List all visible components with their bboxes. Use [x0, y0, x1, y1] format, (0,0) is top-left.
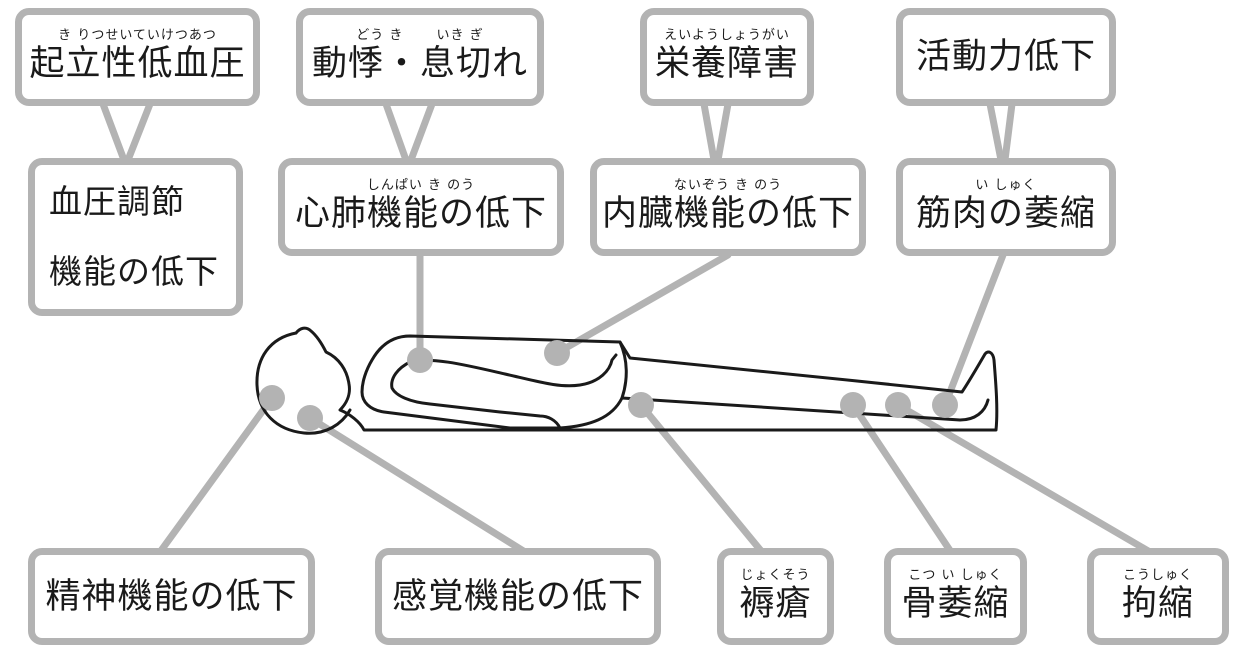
- label-bp-regulation-line2: 機能の低下: [49, 252, 219, 291]
- label-visceral: 内臓機能の低下: [601, 194, 854, 234]
- dot-head: [259, 385, 285, 411]
- figure-legs: [620, 396, 990, 422]
- label-malnutrition: 栄養障害: [654, 44, 799, 84]
- ruby-muscle-atrophy: い しゅく: [975, 178, 1037, 193]
- label-palpitation: 動悸・息切れ: [311, 44, 528, 84]
- dot-shin: [885, 392, 911, 418]
- ruby-palpitation: どう き いき ぎ: [356, 28, 484, 43]
- box-cardiopulmonary: しんぱい き のう 心肺機能の低下: [278, 158, 564, 256]
- ruby-visceral: ないぞう き のう: [673, 178, 783, 193]
- label-cardiopulmonary: 心肺機能の低下: [294, 194, 547, 234]
- connector-visceral: [553, 251, 732, 357]
- box-contracture: こうしゅく 拘縮: [1087, 548, 1229, 645]
- box-bone-atrophy: こつ い しゅく 骨萎縮: [884, 548, 1027, 645]
- ruby-bedsore: じょくそう: [740, 567, 811, 583]
- label-contracture: 拘縮: [1121, 583, 1194, 624]
- connector-palpitation-right: [407, 100, 436, 164]
- label-orthostatic-hypotension: 起立性低血圧: [29, 44, 246, 84]
- ruby-bone-atrophy: こつ い しゅく: [908, 567, 1003, 583]
- label-bp-regulation-line1: 血圧調節: [49, 182, 185, 221]
- box-muscle-atrophy: い しゅく 筋肉の萎縮: [896, 158, 1116, 256]
- dot-ear: [297, 405, 323, 431]
- connector-mental: [156, 394, 276, 556]
- connector-muscle: [941, 251, 1007, 409]
- dot-chest: [407, 347, 433, 373]
- label-muscle-atrophy: 筋肉の萎縮: [915, 194, 1096, 234]
- dot-abdomen: [544, 340, 570, 366]
- connector-nutrition-left: [700, 100, 718, 164]
- lying-figure: [255, 326, 999, 435]
- dot-hip: [628, 392, 654, 418]
- label-bedsore: 褥瘡: [739, 583, 812, 624]
- connector-orthostatic-left: [99, 100, 128, 164]
- ruby-cardiopulmonary: しんぱい き のう: [366, 178, 476, 193]
- connector-activity-left: [986, 100, 1005, 164]
- body-dots: [259, 340, 958, 431]
- label-sensory: 感覚機能の低下: [391, 576, 644, 617]
- box-sensory: 感覚機能の低下: [375, 548, 661, 645]
- box-mental: 精神機能の低下: [28, 548, 315, 645]
- box-bp-regulation: 血圧調節 機能の低下: [28, 158, 243, 316]
- dot-knee: [840, 392, 866, 418]
- box-decreased-activity: 活動力低下: [896, 8, 1116, 106]
- box-visceral: ないぞう き のう 内臓機能の低下: [590, 158, 866, 256]
- box-palpitation: どう き いき ぎ 動悸・息切れ: [296, 8, 544, 106]
- connector-nutrition-right: [714, 100, 732, 164]
- connector-bedsore: [637, 401, 766, 556]
- connector-orthostatic-right: [124, 100, 154, 164]
- connector-palpitation-left: [382, 100, 410, 164]
- dot-ankle: [932, 392, 958, 418]
- ruby-contracture: こうしゅく: [1122, 567, 1193, 583]
- ruby-orthostatic-hypotension: き りつせいていけつあつ: [58, 28, 217, 43]
- connector-sensory: [306, 414, 529, 556]
- box-orthostatic-hypotension: き りつせいていけつあつ 起立性低血圧: [15, 8, 260, 106]
- label-bone-atrophy: 骨萎縮: [901, 583, 1010, 624]
- ruby-malnutrition: えいようしょうがい: [664, 28, 790, 43]
- label-mental: 精神機能の低下: [45, 576, 298, 617]
- box-malnutrition: えいようしょうがい 栄養障害: [640, 8, 814, 106]
- label-decreased-activity: 活動力低下: [915, 37, 1096, 77]
- box-bedsore: じょくそう 褥瘡: [717, 548, 834, 645]
- figure-head: [255, 331, 352, 435]
- connector-activity-right: [1001, 100, 1016, 164]
